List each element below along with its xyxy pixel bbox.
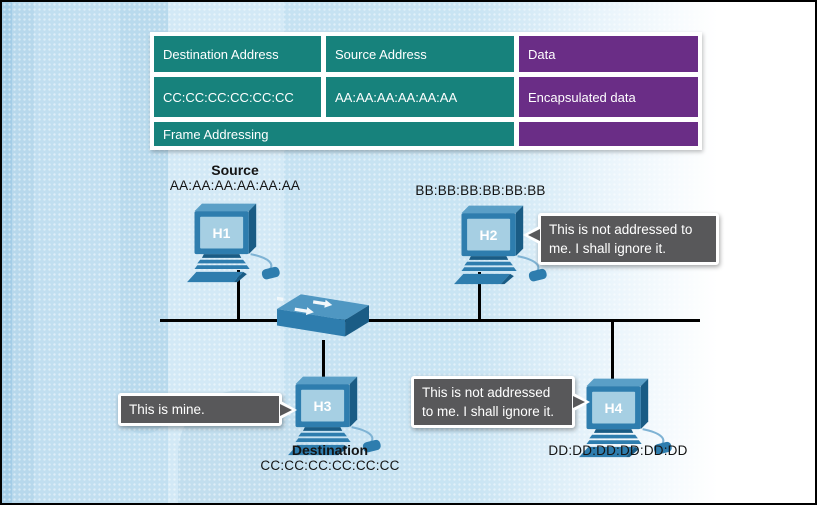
frame-addressing-table: Destination Address Source Address Data … [150, 32, 702, 150]
host-h2: H2 [452, 200, 557, 286]
host-h3: H3 [286, 371, 391, 457]
h3-mac-address: CC:CC:CC:CC:CC:CC [260, 458, 400, 473]
footer-data-empty [519, 122, 698, 146]
speech-bubble-h3-text: This is mine. [129, 402, 205, 417]
ethernet-bus-line [160, 319, 700, 322]
header-data: Data [519, 36, 698, 72]
speech-bubble-h3: This is mine. [118, 393, 297, 427]
speech-bubble-h2-text: This is not addressed to me. I shall ign… [549, 222, 693, 257]
footer-frame-addressing: Frame Addressing [154, 122, 514, 146]
header-destination-address: Destination Address [154, 36, 321, 72]
h3-role-label: Destination [291, 442, 369, 458]
background-stripe [2, 2, 12, 503]
host-h2-name: H2 [479, 226, 498, 243]
background-stripe [12, 2, 34, 503]
host-h3-name: H3 [313, 397, 332, 414]
link-h2 [478, 272, 481, 320]
header-source-address: Source Address [326, 36, 514, 72]
value-data: Encapsulated data [519, 77, 698, 117]
h1-role-label: Source [211, 162, 259, 178]
h1-mac-address: AA:AA:AA:AA:AA:AA [169, 178, 301, 193]
h2-mac-address: BB:BB:BB:BB:BB:BB [415, 183, 546, 198]
link-switch-h3 [322, 340, 325, 378]
value-destination-address: CC:CC:CC:CC:CC:CC [154, 77, 321, 117]
caption-h4: DD:DD:DD:DD:DD:DD [532, 443, 704, 458]
speech-bubble-h2: This is not addressed to me. I shall ign… [523, 213, 719, 266]
caption-h1: Source AA:AA:AA:AA:AA:AA [150, 162, 320, 193]
h4-mac-address: DD:DD:DD:DD:DD:DD [548, 443, 688, 458]
link-h4 [611, 321, 614, 379]
host-h4: H4 [577, 373, 682, 459]
bubble-tail [528, 229, 540, 241]
bubble-tail [573, 396, 585, 408]
switch-icon [277, 294, 369, 346]
host-h4-name: H4 [604, 399, 623, 416]
caption-h2: BB:BB:BB:BB:BB:BB [398, 183, 563, 198]
speech-bubble-h4: This is not addressed to me. I shall ign… [411, 376, 590, 429]
host-h1: H1 [185, 198, 290, 284]
speech-bubble-h4-text: This is not addressed to me. I shall ign… [422, 385, 555, 420]
host-h1-name: H1 [212, 224, 231, 241]
bubble-tail [280, 404, 292, 416]
caption-h3: Destination CC:CC:CC:CC:CC:CC [245, 442, 415, 473]
ethernet-switch [277, 294, 369, 346]
value-source-address: AA:AA:AA:AA:AA:AA [326, 77, 514, 117]
